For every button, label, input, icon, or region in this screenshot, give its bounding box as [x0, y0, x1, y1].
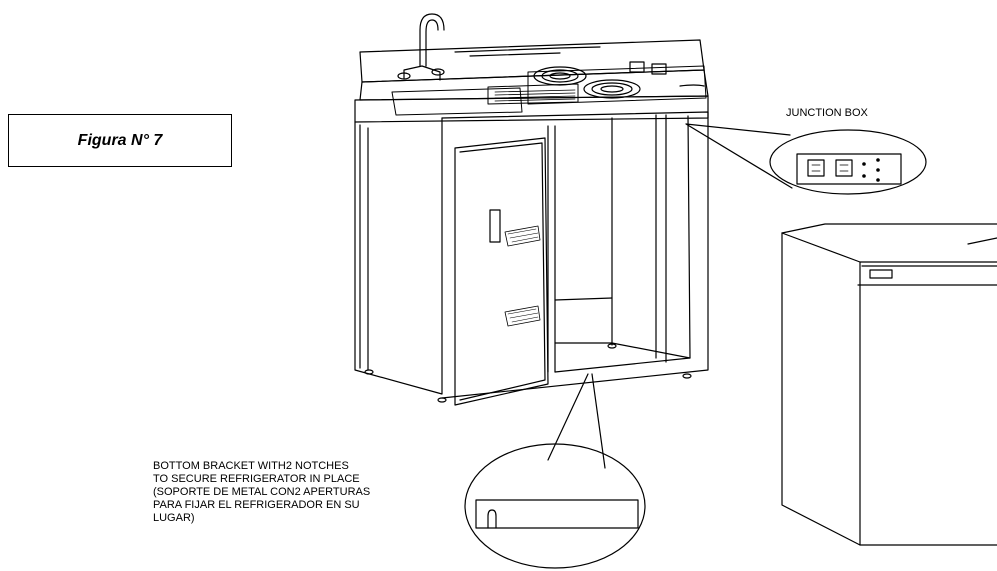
- figure-title-box: Figura N° 7: [8, 114, 232, 167]
- bottom-bracket-label: BOTTOM BRACKET WITH2 NOTCHES TO SECURE R…: [153, 460, 483, 525]
- bracket-label-line-5: LUGAR): [153, 512, 195, 524]
- figure-title: Figura N° 7: [77, 131, 163, 149]
- bottom-bracket-callout: [464, 373, 646, 569]
- bracket-label-line-1: BOTTOM BRACKET WITH2 NOTCHES: [153, 460, 349, 472]
- bracket-label-line-2: TO SECURE REFRIGERATOR IN PLACE: [153, 473, 360, 485]
- kitchenette-cabinet: [354, 13, 709, 406]
- junction-box-label: JUNCTION BOX: [786, 107, 868, 119]
- junction-box-callout: [685, 123, 927, 195]
- bracket-label-line-4: PARA FIJAR EL REFRIGERADOR EN SU: [153, 499, 360, 511]
- bracket-label-line-3: (SOPORTE DE METAL CON2 APERTURAS: [153, 486, 371, 498]
- refrigerator: [781, 223, 997, 546]
